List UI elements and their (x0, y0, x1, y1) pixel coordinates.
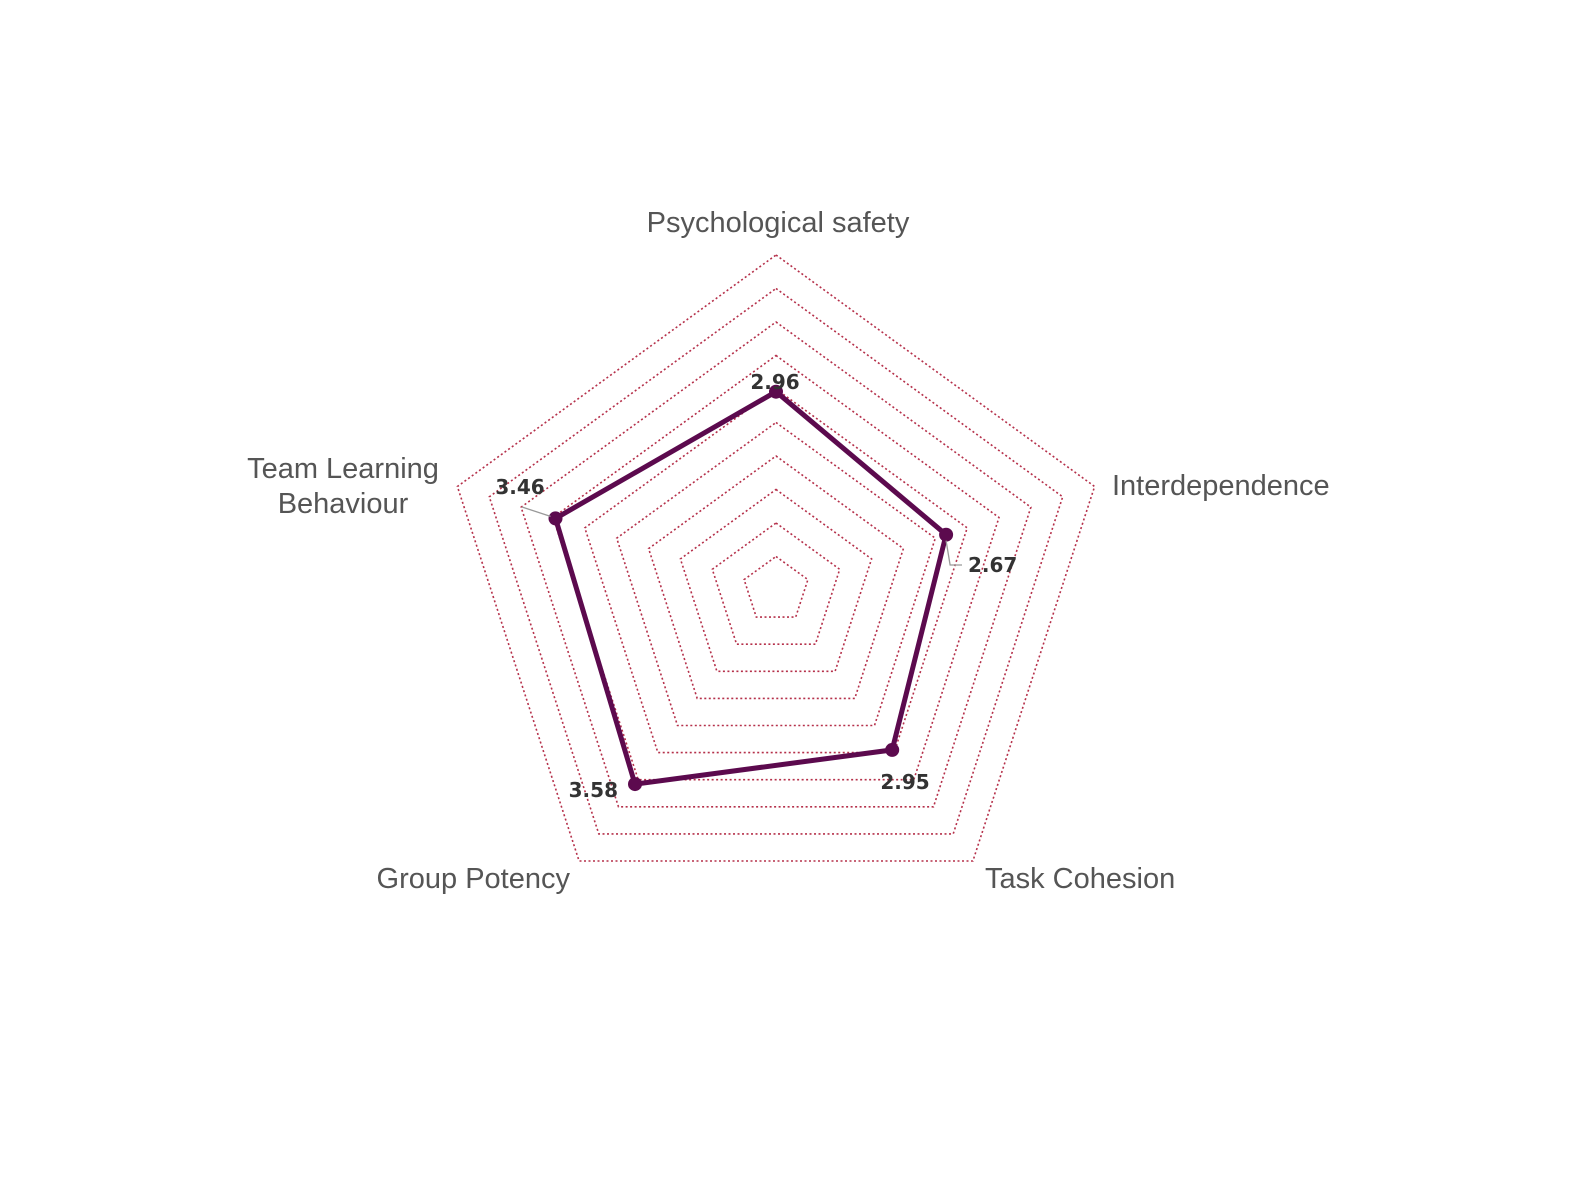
axis-label-psychological-safety: Psychological safety (647, 207, 910, 239)
grid-rings (456, 254, 1096, 862)
grid-ring-4 (647, 455, 905, 700)
axis-label-interdependence: Interdependence (1112, 470, 1330, 502)
value-label-interdependence: 2.67 (968, 553, 1017, 577)
value-label-group-potency: 3.58 (569, 778, 618, 802)
grid-ring-8 (520, 321, 1032, 808)
data-point-task-cohesion (885, 742, 900, 757)
data-point-team-learning-behaviour (548, 511, 563, 526)
grid-ring-9 (488, 287, 1064, 835)
data-point-group-potency (628, 777, 642, 792)
grid-ring-5 (615, 421, 937, 727)
grid-ring-7 (552, 354, 1000, 781)
data-point-psychological-safety (769, 384, 783, 399)
grid-ring-3 (679, 488, 873, 673)
leader-interdependence (945, 540, 962, 566)
series-layer (548, 384, 954, 792)
value-label-psychological-safety: 2.96 (750, 370, 799, 394)
axis-labels: Psychological safety Interdependence Tas… (247, 207, 1330, 895)
leader-lines (521, 506, 962, 566)
grid-ring-1 (743, 555, 809, 618)
value-labels: 2.96 2.67 2.95 3.58 3.46 (495, 370, 1017, 802)
axis-label-group-potency: Group Potency (377, 863, 571, 895)
series-line (553, 389, 949, 787)
axis-label-task-cohesion: Task Cohesion (985, 863, 1175, 895)
leader-team-learning-behaviour (521, 506, 551, 518)
value-label-team-learning-behaviour: 3.46 (495, 475, 544, 499)
value-label-task-cohesion: 2.95 (880, 770, 929, 794)
data-point-interdependence (939, 527, 954, 542)
grid-ring-2 (711, 522, 841, 646)
grid-ring-6 (583, 388, 969, 754)
